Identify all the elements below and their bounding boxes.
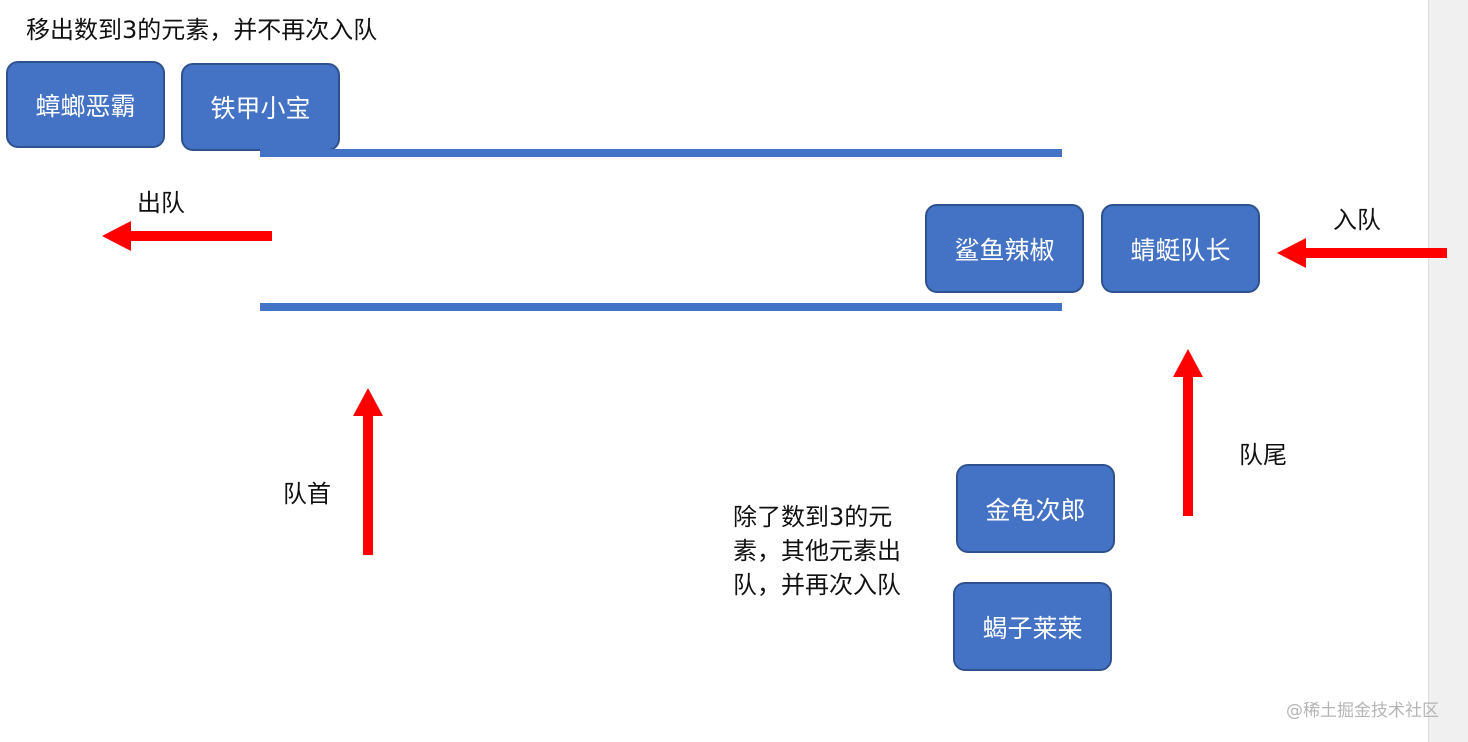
recycle-note-line-1: 除了数到3的元 (733, 503, 893, 531)
head-arrow-icon (353, 388, 383, 555)
removed-node-1: 蟑螂恶霸 (6, 61, 165, 148)
queue-top-rail (260, 149, 1062, 157)
recycle-note-line-3: 队，并再次入队 (733, 571, 901, 599)
removed-node-2: 铁甲小宝 (181, 63, 340, 151)
enqueue-label: 入队 (1333, 206, 1381, 234)
head-label: 队首 (283, 480, 331, 508)
recycle-note: 除了数到3的元 素，其他元素出 队，并再次入队 (733, 500, 901, 602)
watermark: @稀土掘金技术社区 (1286, 701, 1439, 721)
queue-bottom-rail (260, 303, 1062, 311)
recycled-node-2: 蝎子莱莱 (953, 582, 1112, 671)
dequeue-label: 出队 (137, 189, 185, 217)
recycled-node-1: 金龟次郎 (956, 464, 1115, 553)
dequeue-arrow-icon (102, 221, 272, 251)
tail-arrow-icon (1173, 349, 1203, 516)
enqueue-arrow-icon (1277, 238, 1447, 268)
side-panel (1428, 0, 1468, 742)
queue-node-1: 鲨鱼辣椒 (925, 204, 1084, 293)
recycle-note-line-2: 素，其他元素出 (733, 537, 901, 565)
tail-label: 队尾 (1239, 441, 1287, 469)
top-caption: 移出数到3的元素，并不再次入队 (26, 16, 378, 44)
queue-node-2: 蜻蜓队长 (1101, 204, 1260, 293)
